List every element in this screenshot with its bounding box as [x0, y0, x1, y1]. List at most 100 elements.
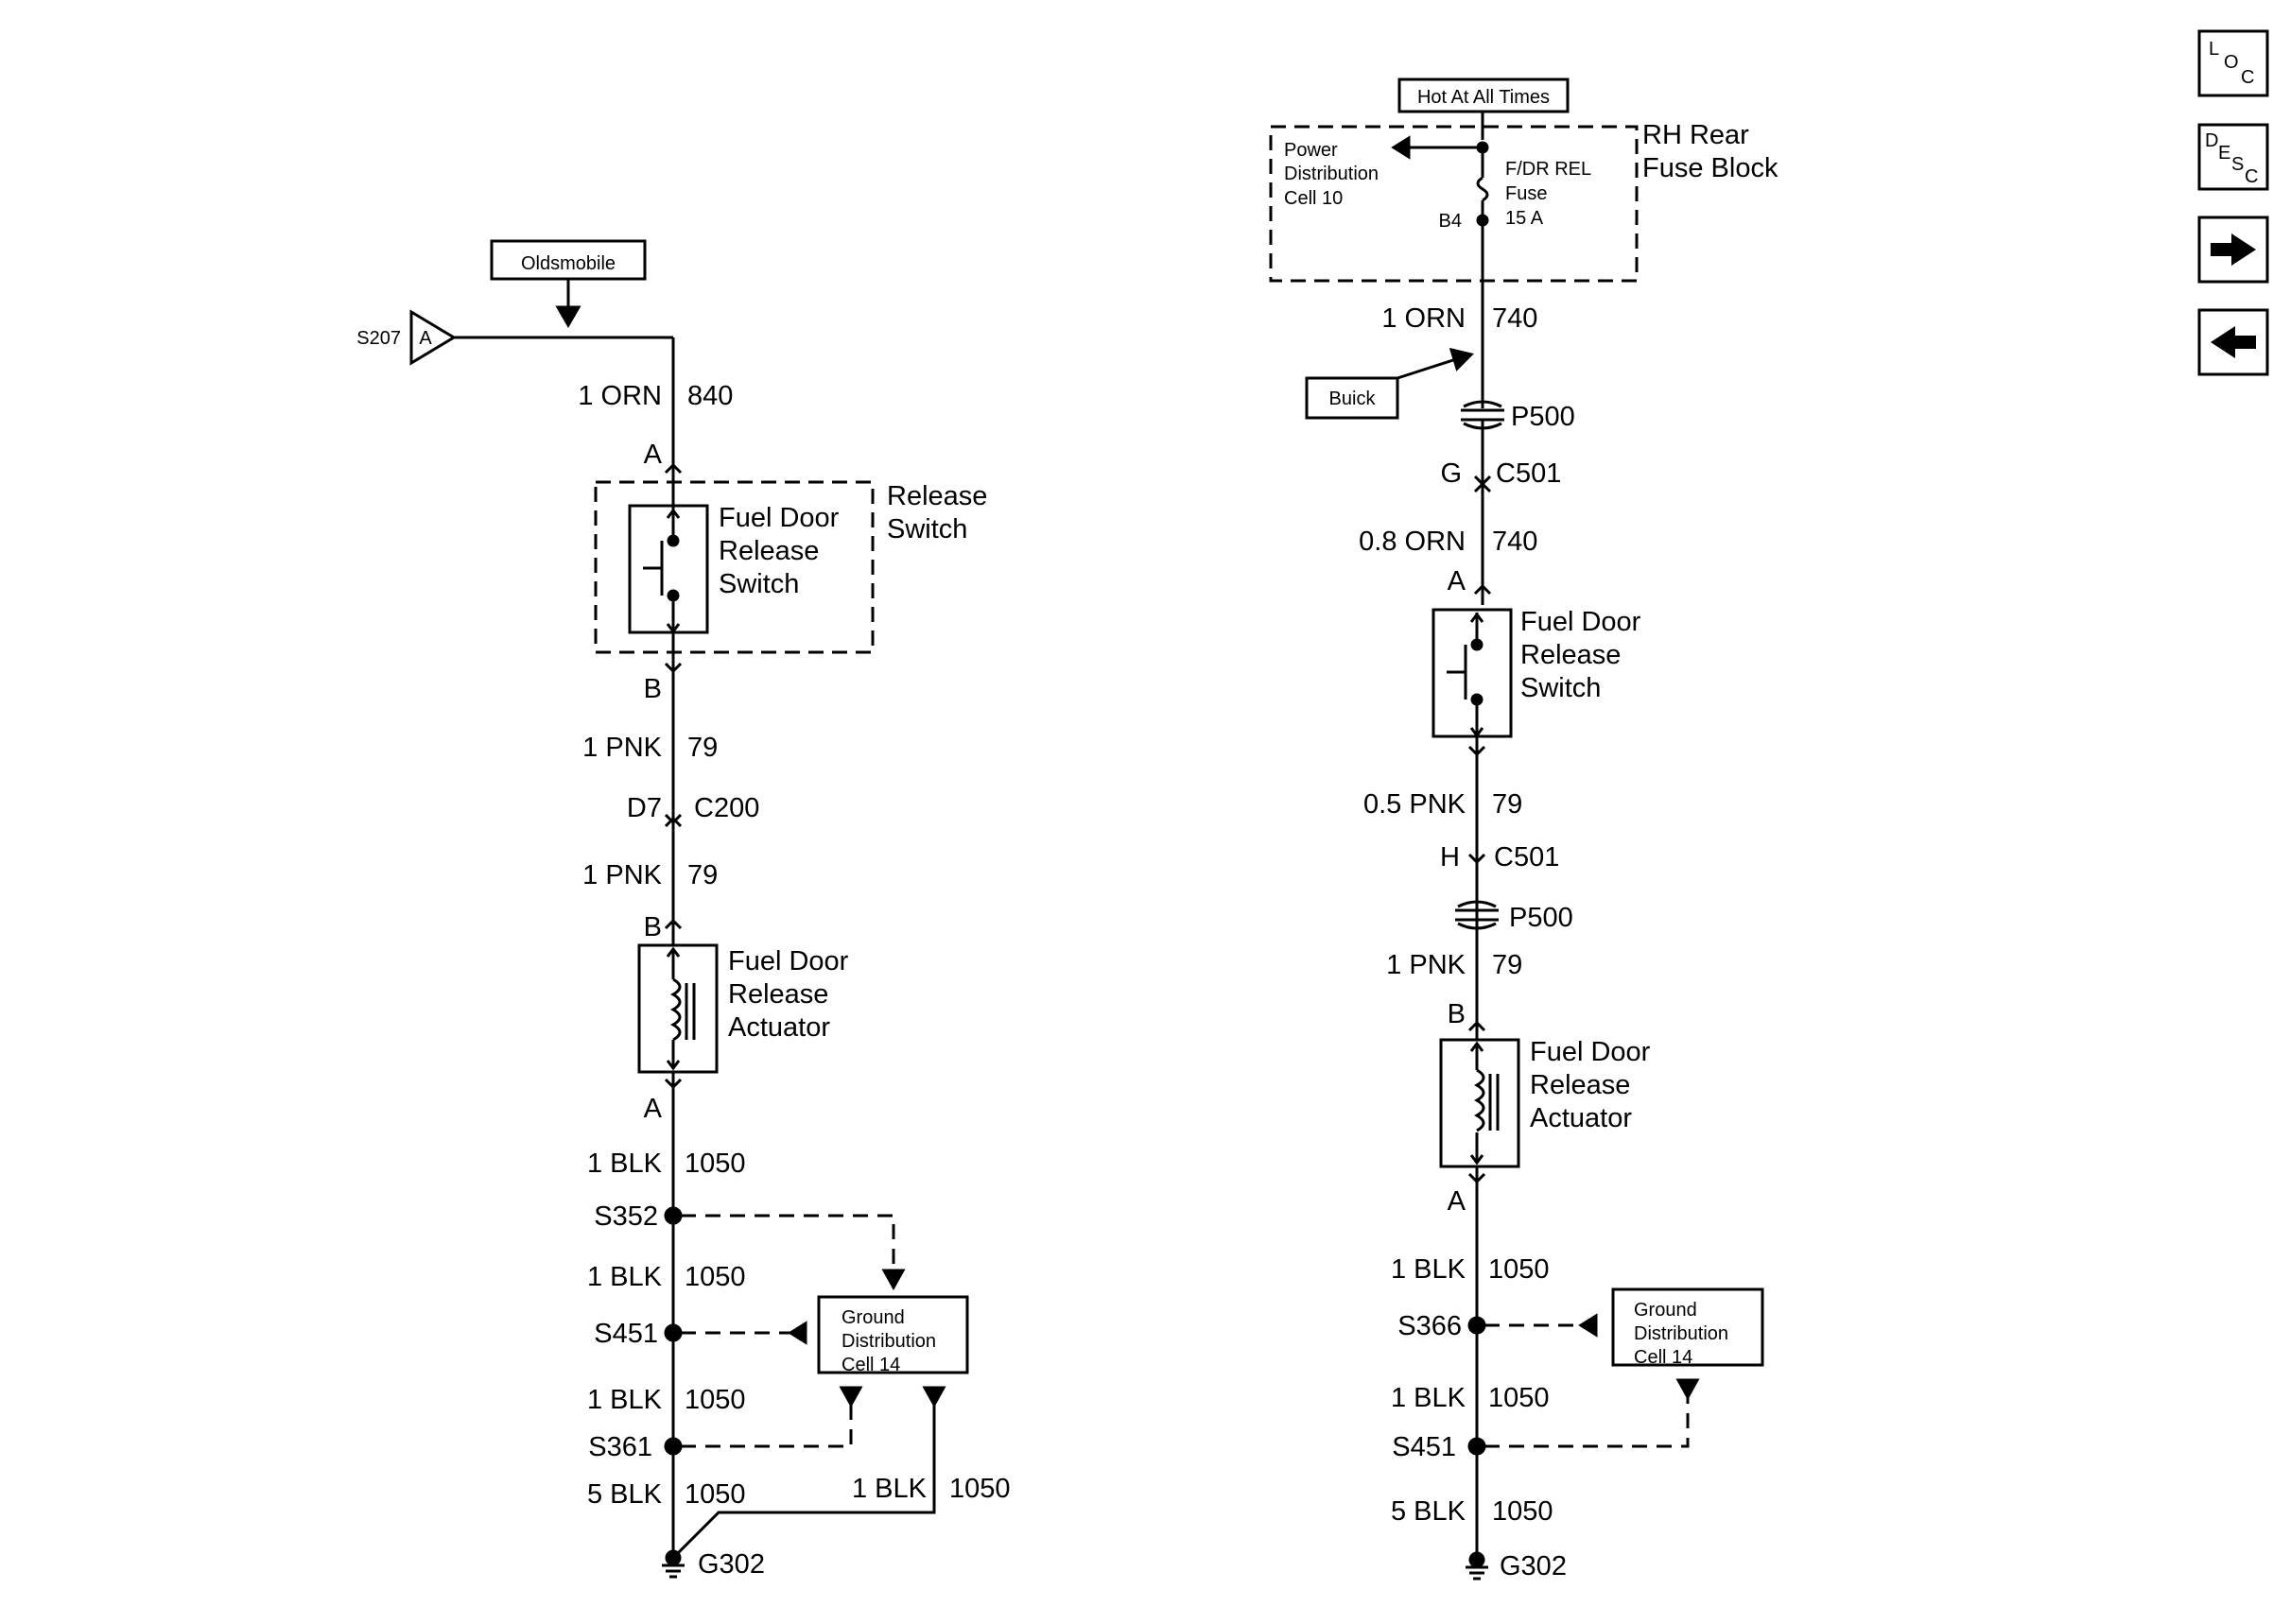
wire-size-label: 1 PNK — [1386, 950, 1466, 980]
circuit-number-label: 840 — [687, 381, 733, 411]
fuse-block-label-line2: Fuse Block — [1642, 153, 1778, 183]
connector-label: C501 — [1496, 458, 1561, 489]
circuit-number-label: 79 — [687, 733, 718, 763]
wire-size-label: 5 BLK — [587, 1479, 663, 1510]
desc-letter-d: D — [2205, 130, 2218, 151]
fuel-door-release-switch-symbol — [1431, 608, 1513, 738]
pin-label: A — [1448, 1186, 1466, 1217]
right-arrow-icon — [2211, 233, 2256, 266]
connector-label: P500 — [1511, 402, 1575, 432]
pin-label: A — [644, 440, 663, 470]
switch-label-line2: Release — [719, 536, 819, 566]
s451-splice — [664, 1323, 683, 1342]
connector-label: P500 — [1509, 903, 1573, 933]
fuel-door-release-actuator-symbol — [637, 943, 719, 1074]
oldsmobile-label: Oldsmobile — [521, 253, 616, 274]
g302-ground-icon — [1466, 1551, 1488, 1581]
ground-label: G302 — [698, 1549, 765, 1580]
splice-label: S366 — [1397, 1311, 1462, 1341]
ground-dist-label-line3: Cell 14 — [1634, 1347, 1692, 1368]
circuit-number-label: 79 — [1492, 950, 1522, 980]
splice-label: S451 — [594, 1319, 658, 1349]
fuse-label-line1: F/DR REL — [1505, 159, 1591, 180]
pin-label: B — [644, 912, 662, 942]
wire-size-label: 1 PNK — [582, 733, 662, 763]
wire-size-label: 1 ORN — [578, 381, 662, 411]
wire-size-label: 1 BLK — [852, 1474, 928, 1504]
loc-button[interactable]: L O C — [2197, 29, 2269, 97]
splice-label: S361 — [588, 1432, 652, 1462]
buick-circuit — [1269, 78, 1764, 1581]
s451-splice — [1467, 1437, 1486, 1456]
circuit-number-label: 1050 — [949, 1474, 1011, 1504]
buick-labels: Hot At All Times RH Rear Fuse Block Powe… — [1284, 87, 1778, 1581]
hot-at-all-times-box — [1397, 78, 1570, 113]
release-switch-label-line1: Release — [887, 481, 987, 511]
connector-pin-label: G — [1440, 458, 1462, 489]
pin-label: A — [644, 1094, 663, 1124]
pin-label: A — [1448, 566, 1466, 596]
circuit-number-label: 1050 — [685, 1149, 746, 1179]
circuit-number-label: 1050 — [1488, 1254, 1550, 1285]
splice-label: S352 — [594, 1201, 658, 1232]
next-page-button[interactable] — [2197, 216, 2269, 284]
circuit-number-label: 1050 — [685, 1479, 746, 1510]
ground-label: G302 — [1500, 1551, 1567, 1581]
pin-label: B — [1448, 999, 1466, 1029]
ground-dist-label-line2: Distribution — [1634, 1323, 1728, 1344]
switch-label-line2: Release — [1520, 640, 1621, 670]
loc-letter-l: L — [2209, 39, 2219, 60]
s361-splice — [664, 1437, 683, 1456]
desc-letter-s: S — [2231, 154, 2244, 175]
release-switch-label-line2: Switch — [887, 514, 967, 544]
wire-size-label: 0.5 PNK — [1363, 789, 1466, 820]
switch-label-line1: Fuel Door — [719, 503, 840, 533]
wire-size-label: 1 BLK — [587, 1385, 663, 1415]
actuator-label-line3: Actuator — [728, 1012, 830, 1043]
previous-page-button[interactable] — [2197, 308, 2269, 376]
switch-label-line3: Switch — [1520, 673, 1601, 703]
pin-label: B — [644, 674, 662, 704]
fuse-label-line2: Fuse — [1505, 183, 1547, 204]
s352-splice — [664, 1206, 683, 1225]
s207-connector-icon — [409, 309, 457, 366]
fuse-pin-label: B4 — [1439, 211, 1462, 232]
power-dist-label-line3: Cell 10 — [1284, 188, 1343, 209]
s207-label: S207 — [356, 328, 401, 349]
power-dist-label-line1: Power — [1284, 140, 1338, 161]
circuit-number-label: 740 — [1492, 303, 1537, 334]
circuit-number-label: 79 — [687, 860, 718, 890]
actuator-label-line2: Release — [728, 979, 828, 1010]
s366-splice — [1467, 1316, 1486, 1335]
wire-size-label: 1 ORN — [1381, 303, 1466, 334]
hot-at-all-times-label: Hot At All Times — [1417, 87, 1550, 108]
switch-label-line3: Switch — [719, 569, 799, 599]
oldsmobile-labels: Oldsmobile S207 A 1 ORN 840 A Fuel Door … — [356, 253, 1010, 1580]
circuit-number-label: 79 — [1492, 789, 1522, 820]
actuator-label-line1: Fuel Door — [728, 946, 849, 976]
ground-distribution-box — [817, 1295, 969, 1374]
s207-pin-label: A — [419, 328, 432, 349]
wire-size-label: 1 BLK — [587, 1149, 663, 1179]
left-arrow-icon — [2211, 326, 2256, 358]
ground-dist-label-line3: Cell 14 — [842, 1355, 900, 1375]
circuit-number-label: 1050 — [1488, 1383, 1550, 1413]
connector-label: C200 — [694, 793, 759, 823]
actuator-label-line3: Actuator — [1530, 1103, 1632, 1133]
circuit-number-label: 740 — [1492, 527, 1537, 557]
fuel-door-release-actuator-symbol — [1439, 1038, 1520, 1168]
splice-label: S451 — [1392, 1432, 1456, 1462]
wire-size-label: 1 BLK — [587, 1262, 663, 1292]
buick-label: Buick — [1329, 389, 1377, 409]
circuit-number-label: 1050 — [685, 1262, 746, 1292]
connector-pin-label: H — [1440, 842, 1460, 872]
oldsmobile-circuit — [409, 239, 969, 1579]
actuator-label-line2: Release — [1530, 1070, 1630, 1100]
connector-pin-label: D7 — [627, 793, 662, 823]
desc-button[interactable]: D E S C — [2197, 123, 2269, 191]
ground-dist-label-line2: Distribution — [842, 1331, 936, 1352]
desc-letter-c: C — [2245, 166, 2258, 187]
circuit-number-label: 1050 — [1492, 1496, 1553, 1527]
fuse-block-label-line1: RH Rear — [1642, 120, 1749, 150]
